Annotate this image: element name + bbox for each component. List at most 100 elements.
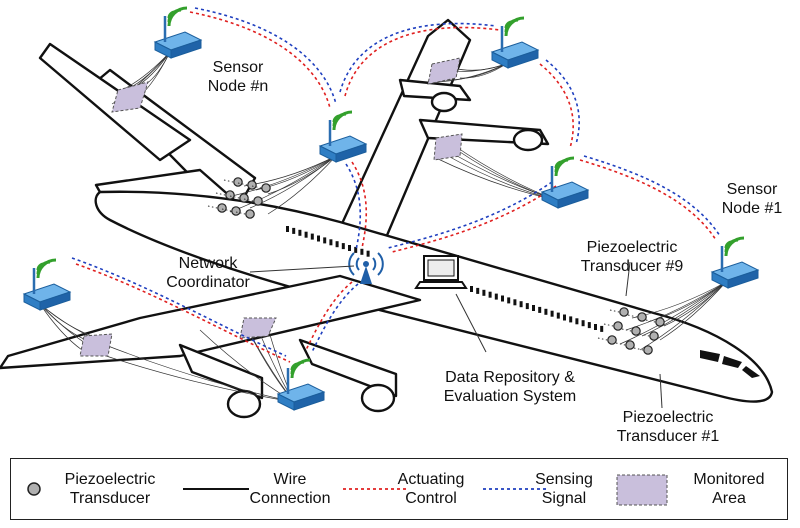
- sensor-node-1-label: Sensor Node #1: [710, 180, 794, 218]
- window: [600, 325, 604, 332]
- transducer-lead: [243, 198, 254, 202]
- legend-monitored-line2: Area: [712, 490, 746, 507]
- actuating-link: [351, 161, 368, 249]
- wire: [267, 155, 337, 215]
- transducer-lead: [609, 309, 620, 313]
- communication-links: [71, 7, 721, 363]
- legend-actuating-line2: Control: [405, 490, 457, 507]
- sensing-link: [583, 155, 721, 237]
- window: [317, 235, 320, 242]
- transducer-lead: [603, 323, 614, 327]
- transducer: [643, 345, 653, 355]
- passenger-windows-front: [470, 286, 604, 332]
- transducer-leads: [207, 179, 656, 351]
- legend-sensing-line2: Signal: [541, 490, 587, 507]
- legend-actuating-line1: Actuating: [397, 471, 465, 488]
- cockpit-windows: [700, 350, 760, 378]
- wire: [619, 281, 727, 345]
- legend-monitored-line1: Monitored: [693, 471, 765, 488]
- monitored-area: [433, 133, 463, 161]
- transducer-lead: [223, 179, 234, 183]
- transducer-lead: [615, 342, 626, 346]
- transducer-lead: [251, 185, 262, 189]
- sensor-node-1: [710, 236, 760, 290]
- wire: [99, 353, 295, 403]
- transducer-lead: [597, 337, 608, 341]
- transducer-lead: [215, 192, 226, 196]
- monitored-area: [79, 333, 113, 357]
- legend-item-sensing: Sensing Signal: [481, 459, 611, 519]
- window: [286, 226, 289, 232]
- window: [575, 318, 579, 325]
- piezo-9-label: Piezoelectric Transducer #9: [576, 238, 688, 276]
- window: [341, 243, 345, 250]
- legend-item-wire: Wire Connection: [181, 459, 341, 519]
- sensing-link: [545, 59, 580, 145]
- window: [513, 299, 517, 306]
- legend-item-monitored: Monitored Area: [611, 459, 787, 519]
- sensor-node-n-label: Sensor Node #n: [196, 58, 280, 96]
- actuating-link: [305, 281, 353, 351]
- legend-piezo-line2: Transducer: [69, 490, 151, 507]
- window: [292, 227, 296, 234]
- transducer: [613, 321, 623, 331]
- window: [348, 245, 351, 251]
- monitored-area: [427, 57, 461, 85]
- legend-piezo-line1: Piezoelectric: [64, 471, 156, 488]
- wire: [243, 155, 337, 187]
- window: [304, 231, 308, 238]
- transducer: [655, 317, 665, 327]
- network-coordinator-line2: Coordinator: [166, 274, 250, 291]
- window: [488, 291, 492, 298]
- transducer-arrays: [217, 177, 665, 355]
- transducer: [233, 177, 243, 187]
- legend-item-actuating: Actuating Control: [341, 459, 481, 519]
- actuating-link: [391, 185, 557, 253]
- sensing-link: [71, 257, 287, 357]
- sensor-node: [22, 258, 72, 312]
- transducer-lead: [639, 333, 650, 337]
- transducer: [607, 335, 617, 345]
- network-coordinator-line1: Network: [178, 255, 238, 272]
- sensor-node-n: [153, 6, 203, 60]
- actuating-link: [344, 26, 501, 97]
- sensor-node: [490, 16, 540, 70]
- transducer: [231, 206, 241, 216]
- wire: [445, 63, 507, 81]
- sensing-link: [345, 163, 362, 251]
- transducer: [637, 312, 647, 322]
- transducer-lead: [207, 205, 218, 209]
- transducer: [261, 183, 271, 193]
- window: [563, 314, 566, 321]
- transducer: [245, 209, 255, 219]
- window: [501, 295, 504, 302]
- wire: [639, 281, 727, 351]
- window: [581, 320, 585, 327]
- wire: [107, 345, 295, 403]
- transducer: [625, 340, 635, 350]
- window: [329, 239, 333, 246]
- wire-line-icon: [183, 488, 249, 490]
- monitored-area: [111, 81, 149, 113]
- sensor-node-n-line2: Node #n: [207, 78, 269, 95]
- transducer: [649, 331, 659, 341]
- window: [366, 250, 370, 257]
- transducer-lead: [235, 211, 246, 215]
- monitored-areas: [79, 57, 463, 357]
- transducer: [253, 196, 263, 206]
- transducer: [631, 326, 641, 336]
- wire: [659, 281, 727, 341]
- window: [544, 308, 548, 315]
- network-coordinator-label: Network Coordinator: [158, 254, 258, 292]
- data-repository-line1: Data Repository &: [445, 369, 575, 386]
- sensor-node-1-line1: Sensor: [726, 181, 778, 198]
- window: [556, 312, 560, 319]
- window: [470, 286, 473, 292]
- sensor-node: [318, 110, 368, 164]
- window: [354, 246, 358, 253]
- actuating-link: [75, 263, 291, 363]
- transducer-lead: [221, 208, 232, 212]
- transducer: [619, 307, 629, 317]
- transducer: [225, 190, 235, 200]
- window: [482, 289, 486, 296]
